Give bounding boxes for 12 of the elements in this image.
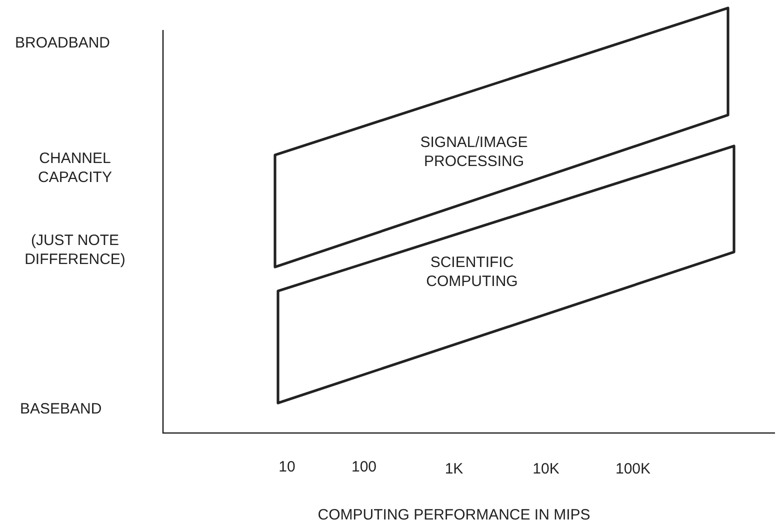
band-label: SIGNAL/IMAGE PROCESSING xyxy=(419,133,529,171)
tick-label: 100K xyxy=(615,460,651,478)
tick-label: 10K xyxy=(532,460,560,478)
tick-label: 10 xyxy=(278,458,296,476)
axis-label: CHANNEL CAPACITY xyxy=(37,149,113,187)
axis-title: COMPUTING PERFORMANCE IN MIPS xyxy=(318,506,590,524)
axis-label: BROADBAND xyxy=(15,34,110,52)
axis-label: (JUST NOTE DIFFERENCE) xyxy=(24,231,126,269)
axis-label: BASEBAND xyxy=(20,400,102,418)
band-label: SCIENTIFIC COMPUTING xyxy=(425,253,519,291)
tick-label: 1K xyxy=(444,460,464,478)
tick-label: 100 xyxy=(351,458,377,476)
